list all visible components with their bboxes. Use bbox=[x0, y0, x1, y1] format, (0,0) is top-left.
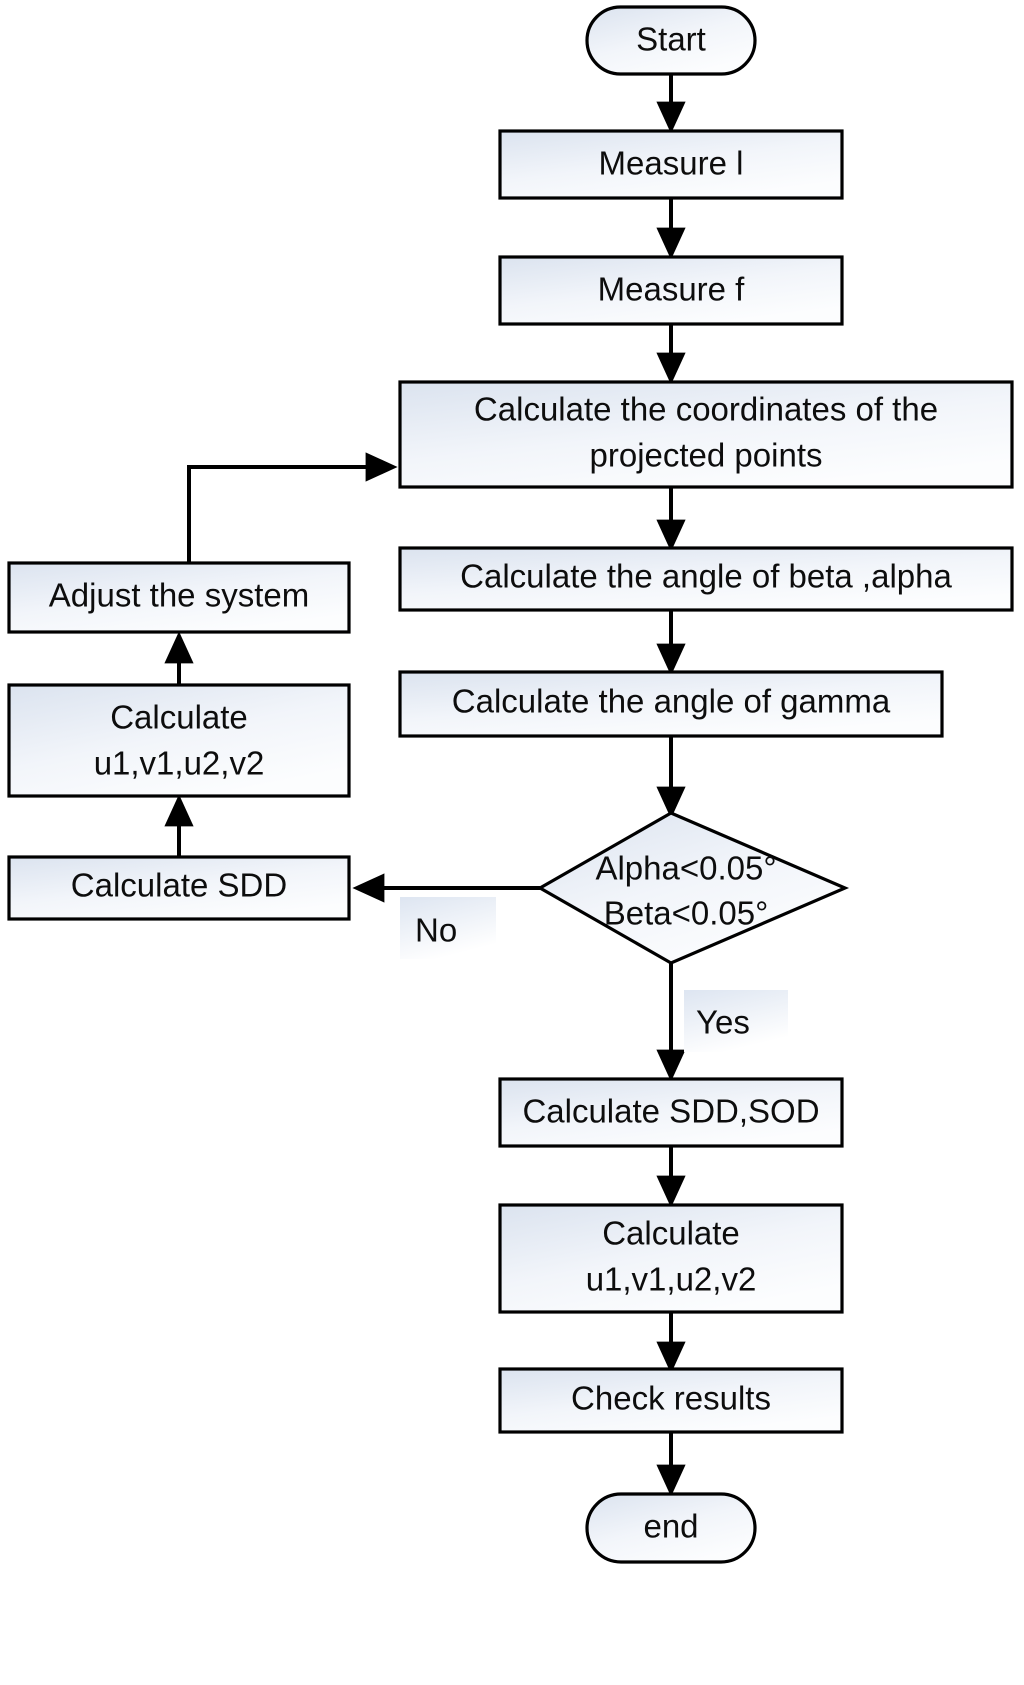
calculate-uv-left-label-line2: u1,v1,u2,v2 bbox=[94, 745, 265, 782]
decision-label-line2: Beta<0.05° bbox=[604, 895, 769, 932]
measure-f-shape bbox=[498, 255, 844, 326]
decision-label-line1: Alpha<0.05° bbox=[595, 850, 776, 887]
edge-labels-group: No Yes bbox=[400, 897, 788, 1052]
decision-shape bbox=[536, 811, 850, 965]
measure-l-label: Measure l bbox=[599, 145, 744, 182]
adjust-the-system-label: Adjust the system bbox=[49, 577, 309, 614]
calculate-sdd-sod-shape bbox=[498, 1077, 844, 1148]
node-calculate-uv-main[interactable]: Calculate u1,v1,u2,v2 bbox=[498, 1203, 844, 1314]
node-calculate-sdd[interactable]: Calculate SDD bbox=[7, 855, 351, 921]
end-shape bbox=[585, 1492, 757, 1564]
node-check-results[interactable]: Check results bbox=[498, 1367, 844, 1434]
edge-adjust-to-calc-coords bbox=[187, 452, 398, 562]
calculate-uv-left-shape bbox=[7, 683, 351, 798]
calculate-coordinates-shape bbox=[398, 380, 1014, 489]
node-end[interactable]: end bbox=[585, 1492, 757, 1564]
calculate-gamma-label: Calculate the angle of gamma bbox=[452, 683, 891, 720]
node-calculate-sdd-sod[interactable]: Calculate SDD,SOD bbox=[498, 1077, 844, 1148]
node-adjust-the-system[interactable]: Adjust the system bbox=[7, 561, 351, 634]
end-label: end bbox=[643, 1508, 698, 1545]
node-decision-alpha-beta[interactable]: Alpha<0.05° Beta<0.05° bbox=[536, 811, 850, 965]
calculate-beta-alpha-shape bbox=[398, 546, 1014, 612]
calculate-uv-left-label-line1: Calculate bbox=[110, 699, 248, 736]
node-calculate-gamma[interactable]: Calculate the angle of gamma bbox=[398, 670, 944, 738]
check-results-shape bbox=[498, 1367, 844, 1434]
node-calculate-coordinates[interactable]: Calculate the coordinates of the project… bbox=[398, 380, 1014, 489]
calculate-uv-main-label-line1: Calculate bbox=[602, 1215, 740, 1252]
edge-label-yes: Yes bbox=[696, 1004, 750, 1041]
calculate-coordinates-label-line1: Calculate the coordinates of the bbox=[474, 391, 938, 428]
measure-f-label: Measure f bbox=[598, 271, 746, 308]
node-measure-l[interactable]: Measure l bbox=[498, 129, 844, 200]
yes-label-backing bbox=[684, 990, 788, 1052]
no-label-backing bbox=[400, 897, 496, 959]
check-results-label: Check results bbox=[571, 1380, 771, 1417]
node-calculate-uv-left[interactable]: Calculate u1,v1,u2,v2 bbox=[7, 683, 351, 798]
calculate-gamma-shape bbox=[398, 670, 944, 738]
start-label: Start bbox=[636, 21, 706, 58]
calculate-beta-alpha-label: Calculate the angle of beta ,alpha bbox=[460, 558, 952, 595]
calculate-coordinates-label-line2: projected points bbox=[590, 437, 823, 474]
edge-label-no: No bbox=[415, 912, 457, 949]
node-measure-f[interactable]: Measure f bbox=[498, 255, 844, 326]
edges-group bbox=[164, 74, 686, 1497]
measure-l-shape bbox=[498, 129, 844, 200]
adjust-the-system-shape bbox=[7, 561, 351, 634]
start-shape bbox=[585, 5, 757, 76]
node-start[interactable]: Start bbox=[585, 5, 757, 76]
calculate-sdd-shape bbox=[7, 855, 351, 921]
calculate-sdd-sod-label: Calculate SDD,SOD bbox=[522, 1093, 819, 1130]
calculate-uv-main-shape bbox=[498, 1203, 844, 1314]
node-calculate-beta-alpha[interactable]: Calculate the angle of beta ,alpha bbox=[398, 546, 1014, 612]
calculate-uv-main-label-line2: u1,v1,u2,v2 bbox=[586, 1261, 757, 1298]
calculate-sdd-label: Calculate SDD bbox=[71, 867, 287, 904]
